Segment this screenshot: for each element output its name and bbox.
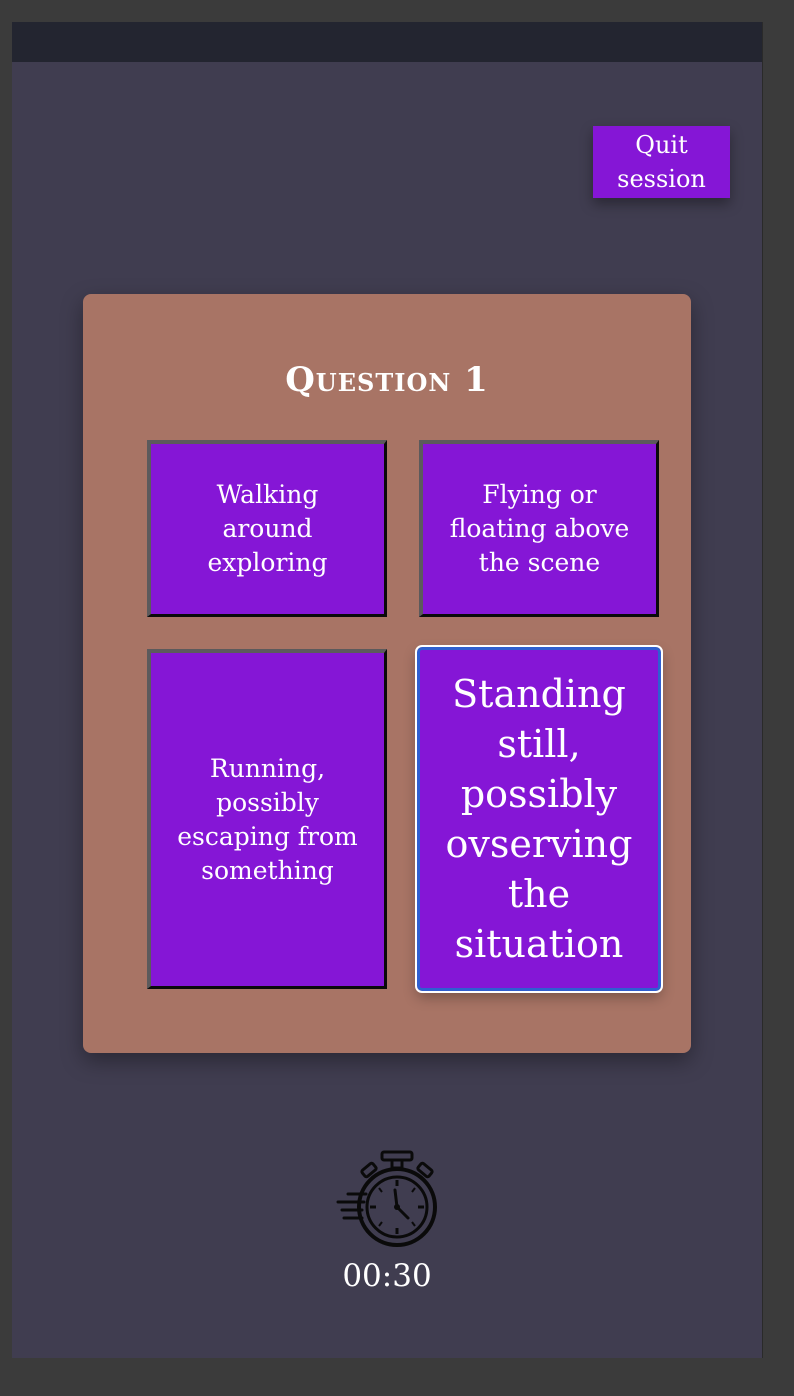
- answer-label: Standing still, possibly ovserving the s…: [445, 672, 633, 966]
- timer-value: 00:30: [342, 1258, 432, 1294]
- question-card: Question 1 Walking around exploring Flyi…: [83, 294, 691, 1053]
- answer-option-4-selected[interactable]: Standing still, possibly ovserving the s…: [415, 645, 663, 993]
- stopwatch-icon: [336, 1150, 437, 1247]
- answer-option-1[interactable]: Walking around exploring: [147, 440, 387, 617]
- answer-label: Walking around exploring: [207, 480, 328, 577]
- answer-label: Running, possibly escaping from somethin…: [177, 753, 358, 885]
- answer-label: Flying or floating above the scene: [449, 480, 630, 577]
- app-frame: Quit session Question 1 Walking around e…: [12, 22, 762, 1358]
- question-title: Question 1: [285, 360, 489, 400]
- top-bar: [12, 22, 762, 62]
- answer-option-3[interactable]: Running, possibly escaping from somethin…: [147, 649, 387, 989]
- answer-option-2[interactable]: Flying or floating above the scene: [419, 440, 659, 617]
- quit-session-button[interactable]: Quit session: [593, 126, 730, 198]
